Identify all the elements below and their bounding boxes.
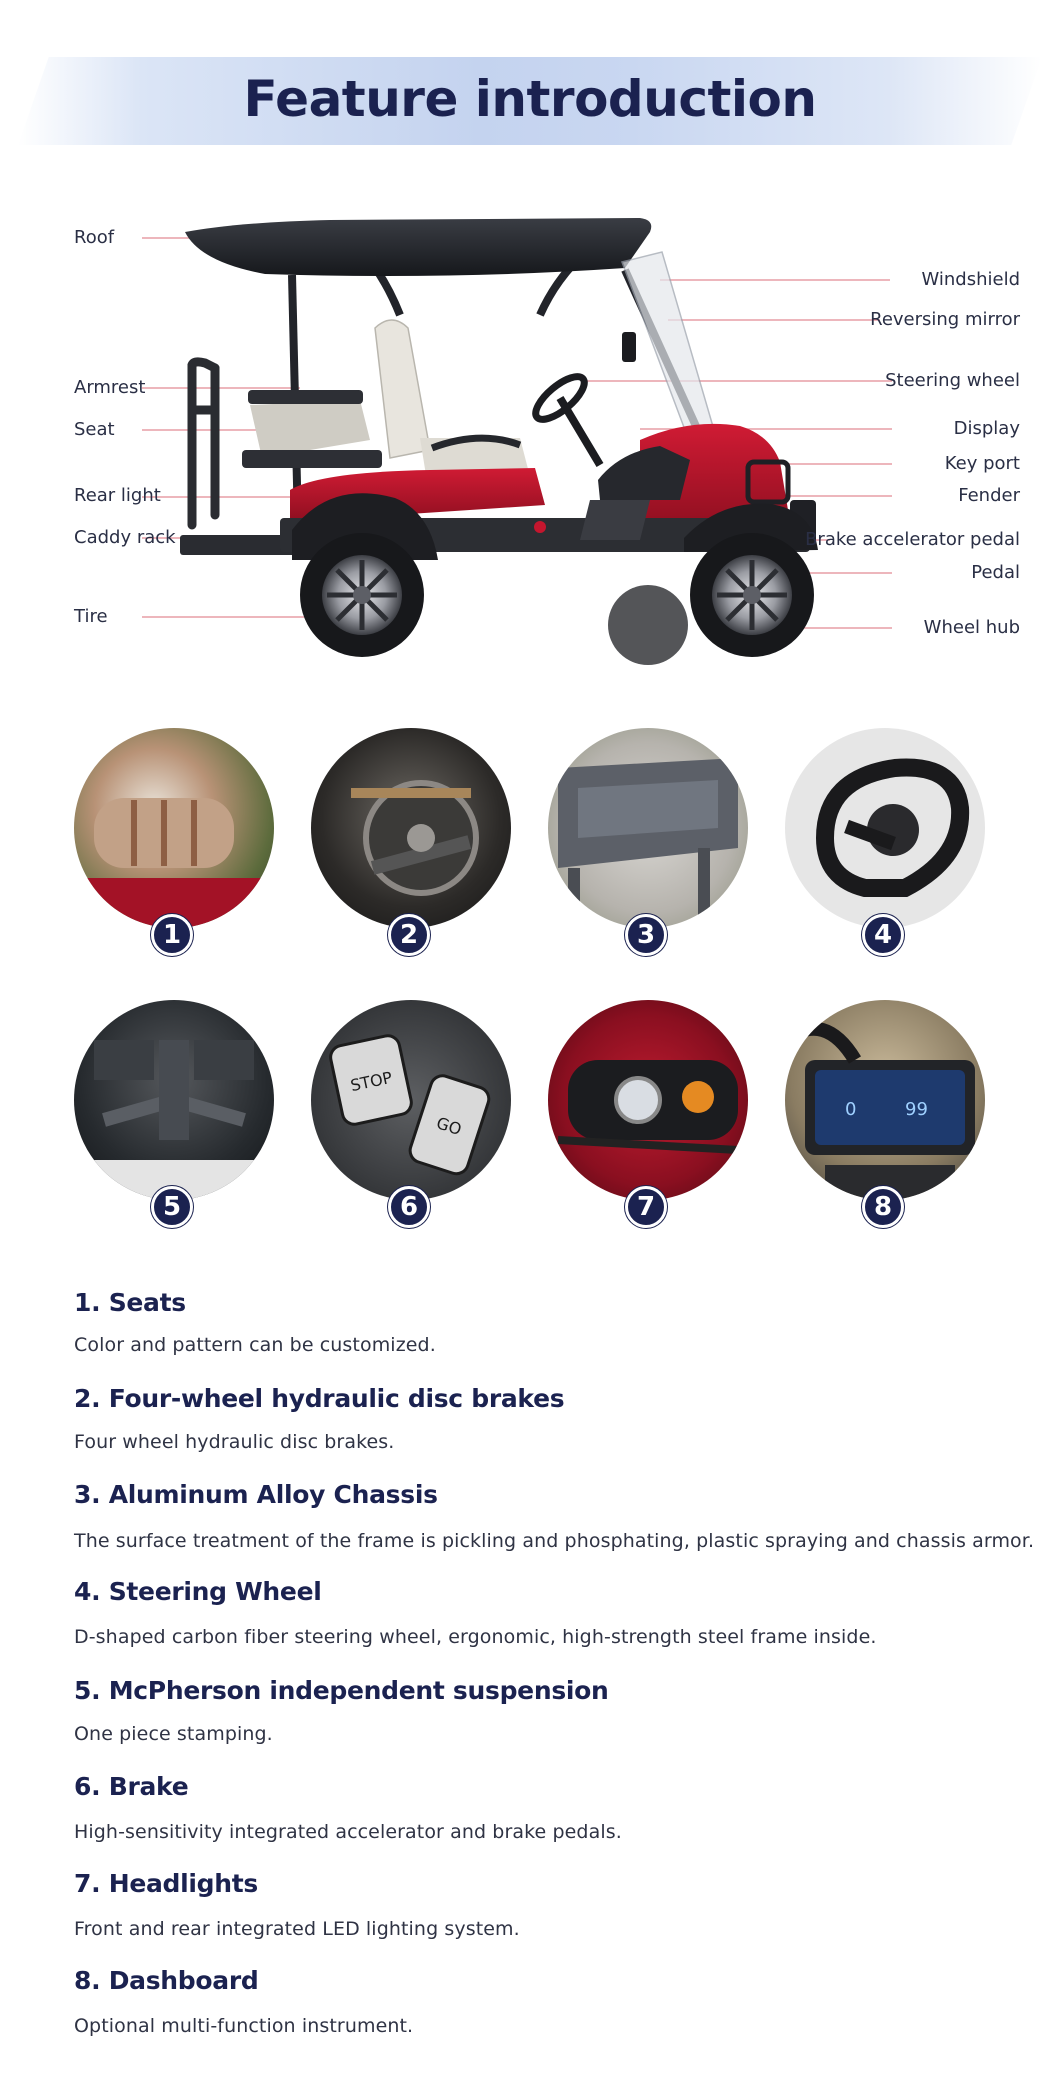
label-key-port: Key port	[944, 453, 1020, 474]
feature-title-4: 4. Steering Wheel	[74, 1577, 322, 1606]
svg-text:0: 0	[845, 1099, 856, 1120]
badge-2: 2	[388, 914, 430, 956]
feature-title-6: 6. Brake	[74, 1772, 189, 1801]
label-pedal: Pedal	[971, 562, 1020, 583]
label-roof: Roof	[74, 227, 115, 248]
label-rear-light: Rear light	[74, 485, 161, 506]
feature-title-2: 2. Four-wheel hydraulic disc brakes	[74, 1384, 565, 1413]
label-steering-wheel: Steering wheel	[885, 370, 1020, 391]
badge-5: 5	[151, 1186, 193, 1228]
feature-title-5: 5. McPherson independent suspension	[74, 1676, 609, 1705]
badge-3: 3	[625, 914, 667, 956]
rear-frame	[187, 357, 220, 530]
feature-image-seats	[74, 728, 274, 928]
label-seat: Seat	[74, 419, 115, 440]
feature-image-disc-brakes	[311, 728, 511, 928]
feature-image-headlights	[548, 1000, 748, 1200]
golf-cart-illustration	[142, 218, 892, 665]
rear-wheel	[300, 533, 424, 657]
page-title: Feature introduction	[243, 70, 817, 128]
feature-desc-6: High-sensitivity integrated accelerator …	[74, 1821, 622, 1843]
badge-6: 6	[388, 1186, 430, 1228]
title-banner	[18, 57, 1042, 145]
label-windshield: Windshield	[921, 269, 1020, 290]
feature-desc-2: Four wheel hydraulic disc brakes.	[74, 1431, 395, 1453]
feature-desc-8: Optional multi-function instrument.	[74, 2015, 414, 2037]
feature-desc-7: Front and rear integrated LED lighting s…	[74, 1918, 520, 1940]
feature-title-1: 1. Seats	[74, 1288, 186, 1317]
label-caddy-rack: Caddy rack	[74, 527, 176, 548]
label-armrest: Armrest	[74, 377, 146, 398]
feature-image-dashboard: 0 99	[785, 1000, 985, 1200]
cart-diagram: Roof Armrest Seat Rear light Caddy rack …	[0, 200, 1060, 670]
feature-desc-3: The surface treatment of the frame is pi…	[74, 1530, 1035, 1552]
feature-desc-1: Color and pattern can be customized.	[74, 1334, 436, 1356]
feature-desc-4: D-shaped carbon fiber steering wheel, er…	[74, 1626, 877, 1648]
label-brake-accelerator: Brake accelerator pedal	[805, 529, 1020, 550]
feature-desc-5: One piece stamping.	[74, 1723, 273, 1745]
badge-8: 8	[862, 1186, 904, 1228]
label-wheel-hub: Wheel hub	[923, 617, 1020, 638]
badge-7: 7	[625, 1186, 667, 1228]
mirror	[622, 332, 636, 362]
badge-1: 1	[151, 914, 193, 956]
feature-title-7: 7. Headlights	[74, 1869, 259, 1898]
feature-image-suspension	[74, 1000, 274, 1200]
roof	[185, 218, 652, 276]
label-display: Display	[953, 418, 1020, 439]
svg-text:99: 99	[905, 1099, 928, 1120]
feature-image-steering-wheel	[785, 728, 985, 928]
feature-image-chassis	[548, 728, 748, 928]
feature-title-8: 8. Dashboard	[74, 1966, 259, 1995]
label-fender: Fender	[958, 485, 1020, 506]
label-tire: Tire	[74, 606, 108, 627]
front-wheel	[690, 533, 814, 657]
feature-image-brake-pedals: STOP GO	[311, 1000, 511, 1200]
label-reversing-mirror: Reversing mirror	[870, 309, 1020, 330]
feature-title-3: 3. Aluminum Alloy Chassis	[74, 1480, 438, 1509]
badge-4: 4	[862, 914, 904, 956]
